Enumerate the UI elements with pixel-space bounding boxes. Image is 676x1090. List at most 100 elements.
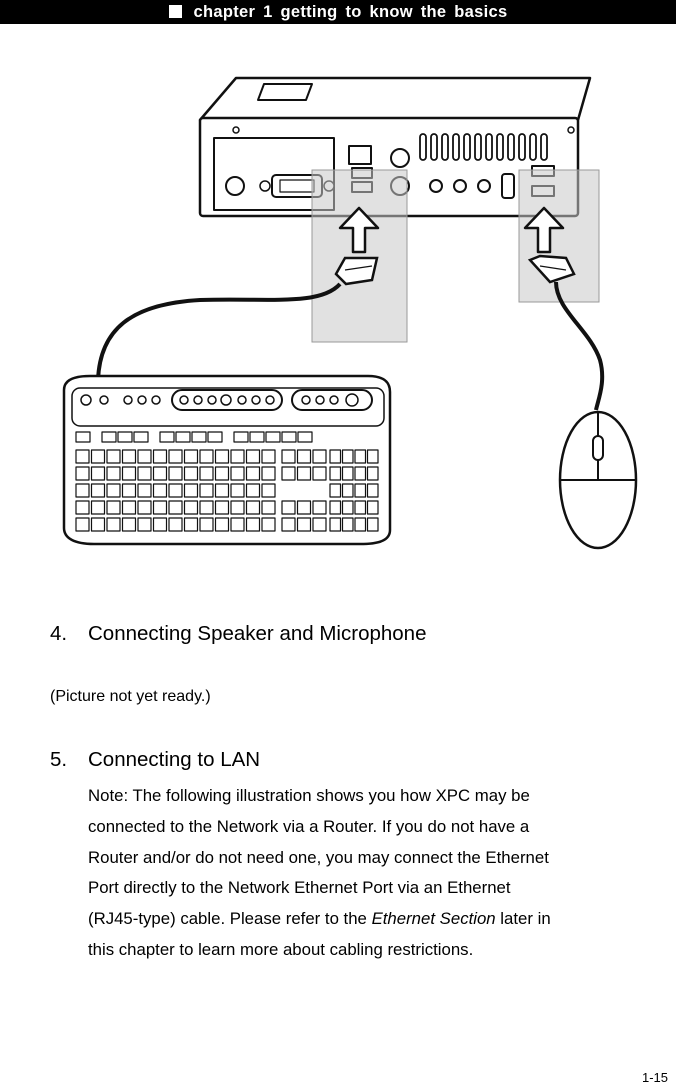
lan-note-paragraph: Note: The following illustration shows y… bbox=[88, 781, 668, 966]
keyboard-key bbox=[354, 449, 367, 464]
keyboard-key bbox=[261, 517, 276, 532]
keyboard-port-highlight bbox=[311, 169, 408, 343]
keyboard-key bbox=[214, 500, 230, 515]
keyboard-key bbox=[214, 517, 230, 532]
keyboard-plug bbox=[334, 256, 379, 286]
keyboard-key bbox=[329, 483, 342, 498]
section-4-note: (Picture not yet ready.) bbox=[50, 688, 211, 705]
chapter-title: chapter 1 getting to know the basics bbox=[193, 3, 508, 21]
keyboard-key bbox=[230, 500, 245, 515]
keyboard-key bbox=[366, 483, 379, 498]
keyboard-key bbox=[329, 517, 342, 532]
keyboard-key bbox=[106, 500, 121, 515]
keyboard-key bbox=[341, 500, 354, 515]
keyboard-key bbox=[90, 517, 106, 532]
keyboard-key bbox=[137, 466, 152, 481]
keyboard-key bbox=[366, 449, 379, 464]
keyboard-key bbox=[354, 500, 367, 515]
keyboard-key bbox=[90, 483, 106, 498]
keyboard-key bbox=[168, 483, 183, 498]
keyboard-key bbox=[312, 500, 327, 515]
keyboard-key bbox=[281, 517, 296, 532]
keyboard-key bbox=[341, 449, 354, 464]
keyboard-key bbox=[106, 483, 121, 498]
section-number: 4. bbox=[50, 622, 68, 645]
keyboard-key bbox=[121, 466, 137, 481]
keyboard-key bbox=[90, 500, 106, 515]
header-square-icon bbox=[168, 5, 182, 18]
paragraph-line: this chapter to learn more about cabling… bbox=[88, 939, 474, 959]
keyboard-key bbox=[341, 517, 354, 532]
keyboard-key bbox=[281, 500, 296, 515]
keyboard-key bbox=[329, 466, 342, 481]
keyboard-key bbox=[296, 517, 312, 532]
keyboard-key bbox=[245, 466, 261, 481]
section-4-heading: 4.Connecting Speaker and Microphone bbox=[50, 622, 426, 646]
keyboard-key bbox=[214, 483, 230, 498]
chapter-header: chapter 1 getting to know the basics bbox=[0, 0, 676, 24]
keyboard-key bbox=[183, 483, 199, 498]
keyboard-key bbox=[90, 449, 106, 464]
keyboard-key bbox=[199, 500, 214, 515]
keyboard-key bbox=[137, 449, 152, 464]
keyboard-key bbox=[214, 449, 230, 464]
section-5-heading: 5.Connecting to LAN bbox=[50, 748, 260, 772]
keyboard-key bbox=[183, 466, 199, 481]
arrow-up-icon bbox=[338, 206, 565, 254]
keyboard-key bbox=[168, 500, 183, 515]
paragraph-line: connected to the Network via a Router. I… bbox=[88, 816, 530, 836]
keyboard-key bbox=[199, 449, 214, 464]
keyboard-key bbox=[90, 466, 106, 481]
keyboard-key bbox=[199, 483, 214, 498]
keyboard-key bbox=[75, 449, 90, 464]
keyboard-key bbox=[168, 517, 183, 532]
keyboard-key bbox=[106, 449, 121, 464]
keyboard-key bbox=[329, 449, 342, 464]
keyboard-key bbox=[261, 449, 276, 464]
keyboard-key bbox=[121, 517, 137, 532]
keyboard-key bbox=[366, 500, 379, 515]
keyboard-key bbox=[354, 483, 367, 498]
mouse-cable bbox=[554, 281, 605, 411]
keyboard-key bbox=[312, 449, 327, 464]
connection-illustration bbox=[62, 76, 638, 550]
keyboard-key bbox=[75, 483, 90, 498]
keyboard-key bbox=[75, 500, 90, 515]
keyboard-key bbox=[137, 517, 152, 532]
keyboard-key bbox=[106, 466, 121, 481]
keyboard-key bbox=[281, 466, 296, 481]
keyboard-key bbox=[261, 500, 276, 515]
keyboard-key bbox=[214, 466, 230, 481]
keyboard-key bbox=[199, 466, 214, 481]
keyboard-key bbox=[168, 449, 183, 464]
keyboard-key bbox=[106, 517, 121, 532]
mouse-plug bbox=[527, 254, 576, 284]
keyboard-key bbox=[152, 449, 168, 464]
mouse bbox=[558, 410, 638, 550]
keyboard-key bbox=[75, 466, 90, 481]
section-number: 5. bbox=[50, 748, 68, 771]
keyboard-key bbox=[230, 517, 245, 532]
keyboard-key bbox=[230, 483, 245, 498]
keyboard-key bbox=[341, 466, 354, 481]
paragraph-text: (RJ45-type) cable. Please refer to the bbox=[88, 909, 372, 929]
keyboard-key bbox=[121, 500, 137, 515]
paragraph-line: Port directly to the Network Ethernet Po… bbox=[88, 878, 511, 898]
keyboard-key bbox=[366, 517, 379, 532]
keyboard-key bbox=[245, 517, 261, 532]
keyboard-key bbox=[152, 483, 168, 498]
keyboard-key bbox=[329, 500, 342, 515]
keyboard-key bbox=[230, 449, 245, 464]
keyboard-key bbox=[152, 517, 168, 532]
keyboard-key bbox=[75, 517, 90, 532]
paragraph-line: Router and/or do not need one, you may c… bbox=[88, 847, 549, 867]
keyboard-key bbox=[354, 466, 367, 481]
keyboard-key bbox=[152, 500, 168, 515]
keyboard-key bbox=[137, 500, 152, 515]
keyboard-cable bbox=[96, 282, 342, 381]
keyboard-key bbox=[312, 517, 327, 532]
mouse-port-highlight bbox=[518, 169, 600, 303]
keyboard-key bbox=[296, 449, 312, 464]
keyboard-key bbox=[261, 466, 276, 481]
keyboard-key bbox=[230, 466, 245, 481]
